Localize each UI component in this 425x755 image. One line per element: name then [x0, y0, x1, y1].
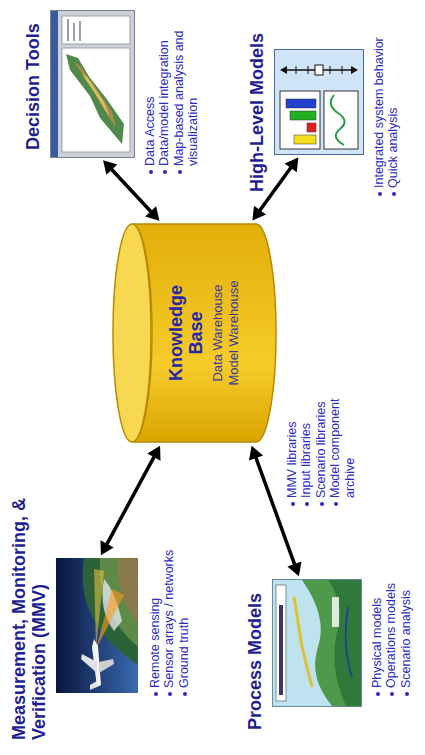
bullet-list: Remote sensingSensor arrays / networksGr… — [148, 527, 191, 697]
cylinder-label: Knowledge BaseData WarehouseModel Wareho… — [167, 223, 242, 443]
section-title: High-Level Models — [247, 7, 268, 192]
bullet-list: Integrated system behaviorQuick analysis — [372, 12, 401, 197]
high-level-models-frame: High-Level ModelsIntegrated system behav… — [274, 49, 364, 155]
bullet-item: Physical models — [370, 547, 384, 697]
bullet-item: Input libraries — [299, 377, 313, 507]
bullet-list: MMV librariesInput librariesScenario lib… — [285, 377, 357, 507]
double-arrow — [103, 160, 159, 221]
section-title: Measurement, Monitoring, & Verification … — [9, 497, 50, 740]
knowledge-base-cylinder: Knowledge BaseData WarehouseModel Wareho… — [112, 223, 277, 443]
store-subtitle: Model Warehouse — [226, 223, 242, 443]
double-arrow — [100, 446, 160, 556]
section-title: Decision Tools — [23, 5, 44, 150]
bullet-item: Scenario analysis — [399, 547, 413, 697]
bullet-item: Remote sensing — [148, 527, 162, 697]
section-title: Process Models — [245, 570, 266, 730]
software-screenshot — [50, 10, 135, 158]
satellite-photo — [56, 558, 138, 693]
bullet-list: Data AccessData/model integrationMap-bas… — [143, 15, 201, 175]
bullet-item: Operations models — [384, 547, 398, 697]
bullet-item: Integrated system behavior — [372, 12, 386, 197]
bullet-item: Ground truth — [177, 527, 191, 697]
bullet-item: Quick analysis — [386, 12, 400, 197]
store-title: Knowledge Base — [167, 278, 207, 388]
decision-tools-frame: Decision ToolsData AccessData/model inte… — [50, 10, 135, 158]
bullet-list: Physical modelsOperations modelsScenario… — [370, 547, 413, 697]
bullet-item: Sensor arrays / networks — [162, 527, 176, 697]
store-subtitle: Data Warehouse — [210, 223, 226, 443]
mmv-photo-frame: Measurement, Monitoring, & Verification … — [56, 558, 138, 693]
process-models-frame: Process ModelsPhysical modelsOperations … — [272, 579, 362, 707]
bullet-item: Map-based analysis and visualization — [172, 15, 201, 175]
dashboard-icon — [274, 49, 364, 155]
bullet-item: Data Access — [143, 15, 157, 175]
bullet-item: Data/model integration — [157, 15, 171, 175]
bullet-item: Model component archive — [328, 377, 357, 507]
bullet-item: Scenario libraries — [314, 377, 328, 507]
bullet-item: MMV libraries — [285, 377, 299, 507]
terrain-model-image — [272, 579, 362, 707]
